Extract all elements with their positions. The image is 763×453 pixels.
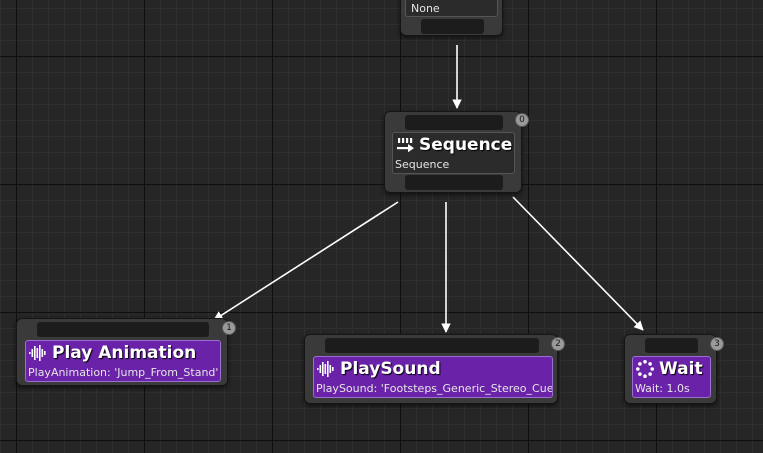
wait-input-pin[interactable]	[645, 338, 698, 353]
play-animation-node-body: Play Animation PlayAnimation: 'Jump_From…	[25, 340, 221, 382]
wire-sequence-to-play-animation	[213, 201, 399, 321]
audio-waveform-icon	[29, 345, 46, 361]
sequence-node-body: Sequence Sequence	[392, 132, 515, 174]
playsound-node[interactable]: PlaySound PlaySound: 'Footsteps_Generic_…	[304, 334, 565, 404]
play-animation-title: Play Animation	[52, 343, 197, 363]
playsound-input-pin[interactable]	[325, 338, 539, 353]
playsound-execution-order-badge: 2	[551, 337, 565, 351]
audio-waveform-icon	[317, 361, 334, 377]
sequence-input-pin[interactable]	[405, 115, 503, 130]
play-animation-subtitle: PlayAnimation: 'Jump_From_Stand'	[28, 366, 219, 379]
play-animation-node[interactable]: Play Animation PlayAnimation: 'Jump_From…	[16, 318, 236, 386]
sequence-subtitle: Sequence	[395, 158, 450, 171]
wait-subtitle: Wait: 1.0s	[635, 382, 690, 395]
wait-title: Wait	[659, 359, 703, 379]
wire-sequence-to-wait	[512, 196, 644, 331]
playsound-subtitle: PlaySound: 'Footsteps_Generic_Stereo_Cue…	[316, 382, 553, 395]
sequence-output-pin[interactable]	[405, 175, 503, 190]
sequence-node[interactable]: Sequence Sequence 0	[384, 111, 529, 193]
wait-execution-order-badge: 3	[710, 337, 724, 351]
wait-node[interactable]: Wait Wait: 1.0s 3	[624, 334, 724, 404]
wait-node-body: Wait Wait: 1.0s	[632, 356, 711, 398]
playsound-title: PlaySound	[340, 359, 441, 379]
parent-node[interactable]: None	[400, 0, 503, 36]
parent-node-subtitle: None	[411, 2, 440, 15]
wait-dotted-circle-icon	[636, 360, 654, 378]
sequence-icon	[397, 138, 414, 153]
parent-node-body: None	[405, 0, 498, 17]
play-animation-execution-order-badge: 1	[222, 321, 236, 335]
parent-output-pin[interactable]	[421, 19, 484, 34]
sequence-execution-order-badge: 0	[515, 113, 529, 127]
play-animation-input-pin[interactable]	[37, 322, 209, 337]
sequence-title: Sequence	[419, 135, 513, 155]
playsound-node-body: PlaySound PlaySound: 'Footsteps_Generic_…	[313, 356, 553, 398]
